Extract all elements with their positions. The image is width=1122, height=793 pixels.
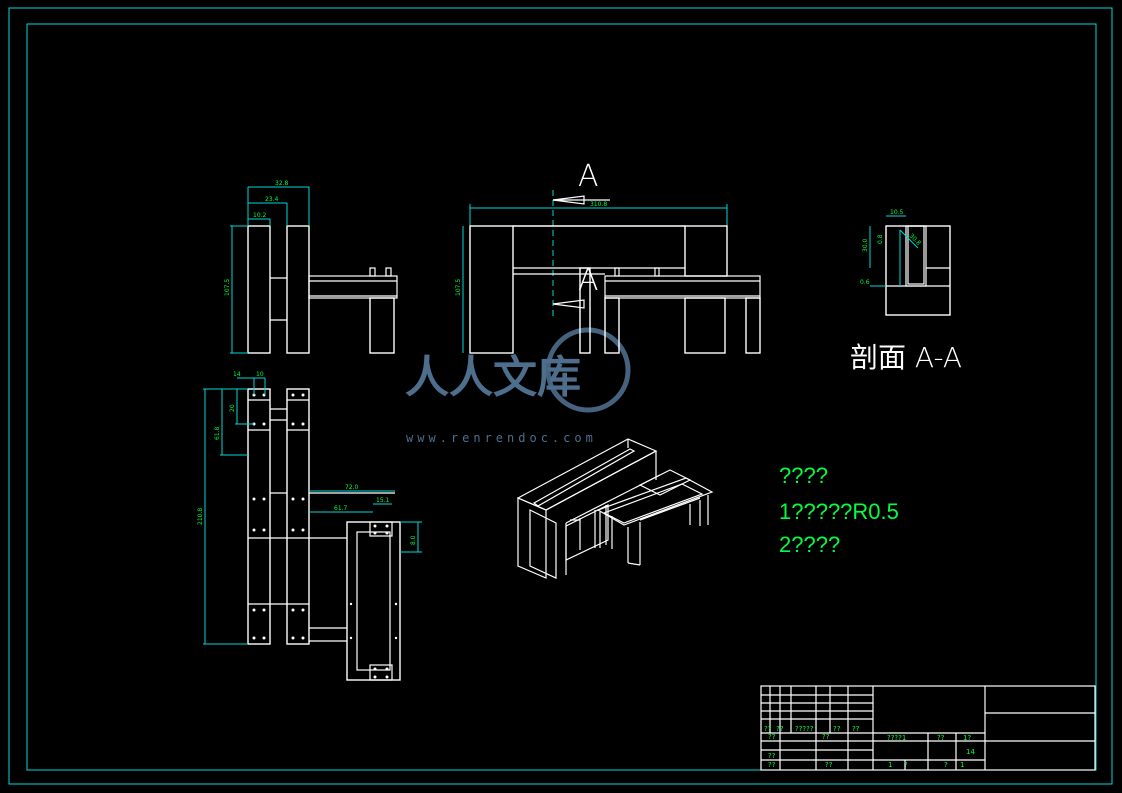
tb-b2: ?? (822, 733, 830, 741)
tb-r3: 1? (963, 734, 971, 742)
tb-a2: ?? (776, 725, 784, 733)
dim-plan-arm-tip: 15.1 (376, 497, 390, 504)
dim-plan-small-c: 20 (229, 404, 236, 412)
title-block: ?? ?? ????? ?? ?? ?? ?? ?? ?? ?? ????1 ?… (760, 685, 1096, 771)
note-line-3: 2???? (779, 532, 840, 557)
dim-section-height: 30.0 (862, 238, 869, 252)
tb-b1: ?? (768, 733, 776, 741)
section-title: 剖面 A-A (850, 341, 962, 374)
dim-plan-arm-total: 72.0 (345, 484, 359, 491)
dim-side-mid: 23.4 (265, 196, 279, 203)
tb-c1: ?? (768, 752, 776, 760)
tb-bot1: 1 (888, 761, 892, 769)
dim-plan-mid: 61.8 (214, 426, 221, 440)
title-block-grid (761, 686, 873, 770)
plan-view: 210.8 61.8 20 14 10 72.0 61.7 15.1 8.0 (197, 371, 422, 681)
note-line-1: ???? (779, 463, 828, 488)
section-view: 10.5 30.0 0.8 30.8 0.6 剖面 A-A (850, 209, 962, 374)
dim-section-inner: 0.8 (877, 234, 884, 244)
tb-d2: ?? (825, 761, 833, 769)
bolt-holes (252, 393, 398, 679)
dim-front-height: 107.5 (455, 279, 462, 296)
dim-front-width: 310.8 (590, 201, 607, 208)
outer-frame (8, 7, 1113, 785)
tb-r2: ?? (937, 734, 945, 742)
tb-bot2: ? (904, 761, 908, 769)
dim-section-width: 10.5 (890, 209, 904, 216)
dim-plan-arm-inner: 61.7 (334, 505, 348, 512)
side-view: 32.8 23.4 10.2 107.5 (224, 180, 398, 354)
dim-side-height: 107.5 (224, 279, 231, 296)
dim-side-inner: 10.2 (253, 212, 267, 219)
notes: ???? 1?????R0.5 2???? (779, 463, 899, 557)
tb-a5: ?? (852, 725, 860, 733)
inner-frame (26, 23, 1097, 771)
section-marker-top: A (578, 159, 599, 194)
tb-bot3: ? (944, 761, 948, 769)
dim-plan-small-b: 10 (256, 371, 264, 378)
dim-side-outer: 32.8 (275, 180, 289, 187)
tb-scale: 14 (966, 748, 975, 756)
tb-bot4: 1 (960, 761, 964, 769)
isometric-view (516, 438, 714, 579)
dim-plan-arm-height: 8.0 (410, 535, 417, 545)
watermark-brand: 人人文库 (405, 352, 581, 403)
note-line-2: 1?????R0.5 (779, 499, 899, 524)
tb-r1: ????1 (887, 734, 906, 742)
section-marker-mid: A (578, 263, 599, 298)
watermark-url: www.renrendoc.com (406, 431, 597, 445)
tb-d1: ?? (768, 761, 776, 769)
front-view: A A 310.8 107.5 (455, 159, 761, 354)
dim-plan-small-a: 14 (233, 371, 241, 378)
watermark: 人人文库 www.renrendoc.com (405, 327, 631, 445)
tb-a4: ?? (833, 725, 841, 733)
tb-a3: ????? (795, 725, 814, 733)
tb-a1: ?? (764, 725, 772, 733)
dim-plan-total: 210.8 (197, 508, 204, 525)
dim-section-base: 0.6 (860, 279, 870, 286)
